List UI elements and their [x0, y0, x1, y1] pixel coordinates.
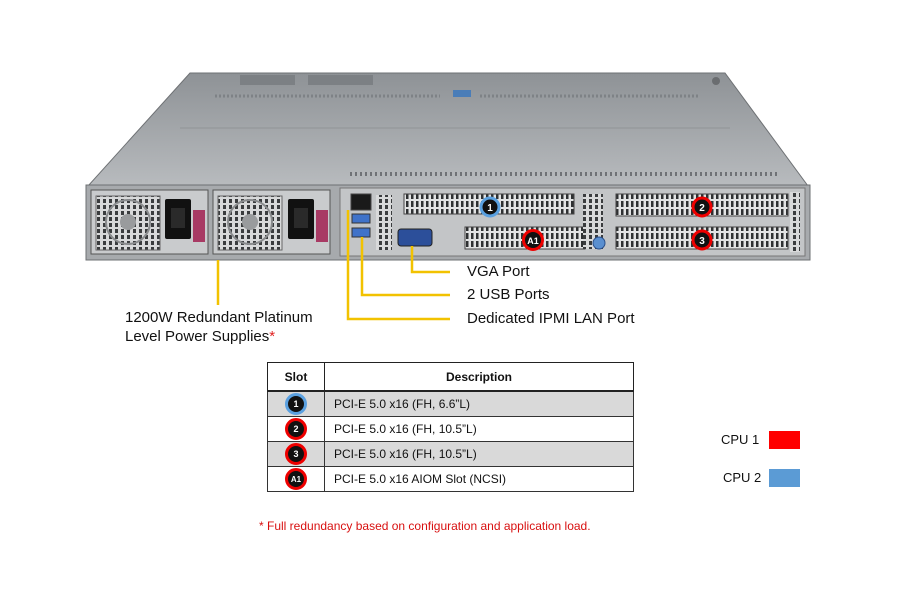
- description-cell: PCI-E 5.0 x16 (FH, 10.5”L): [324, 441, 634, 467]
- power-supply-label-line1: 1200W Redundant Platinum: [125, 309, 313, 326]
- description-cell: PCI-E 5.0 x16 (FH, 10.5”L): [324, 416, 634, 442]
- footnote: * Full redundancy based on configuration…: [259, 519, 591, 533]
- table-row: 2 PCI-E 5.0 x16 (FH, 10.5”L): [267, 416, 634, 442]
- slot-marker-1-label: 1: [487, 203, 493, 214]
- slot-marker-3-label: 3: [699, 236, 705, 247]
- power-supply-label-line2: Level Power Supplies*: [125, 327, 313, 346]
- slot-table-header-row: Slot Description: [267, 362, 634, 392]
- callout-line-vga: [410, 246, 450, 274]
- power-supply-label-line2-text: Level Power Supplies: [125, 328, 270, 345]
- slot-marker-a1-label: A1: [527, 236, 539, 246]
- usb-ports-label: 2 USB Ports: [467, 286, 550, 303]
- description-cell: PCI-E 5.0 x16 AIOM Slot (NCSI): [324, 466, 634, 492]
- slot-marker-2-label: 2: [699, 203, 705, 214]
- legend-cpu2-label: CPU 2: [723, 470, 762, 485]
- description-cell: PCI-E 5.0 x16 (FH, 6.6”L): [324, 390, 634, 417]
- slot-cell: 1: [267, 390, 325, 417]
- legend-cpu1-swatch: [769, 431, 800, 449]
- description-column-header: Description: [324, 362, 634, 392]
- table-row: A1 PCI-E 5.0 x16 AIOM Slot (NCSI): [267, 466, 634, 492]
- power-supply-asterisk: *: [269, 328, 276, 345]
- slot-badge-1: 1: [285, 393, 307, 415]
- vga-port-label: VGA Port: [467, 263, 530, 280]
- slot-cell: 3: [267, 441, 325, 467]
- table-row: 1 PCI-E 5.0 x16 (FH, 6.6”L): [267, 390, 634, 417]
- slot-column-header: Slot: [267, 362, 325, 392]
- callout-line-ipmi: [346, 210, 450, 321]
- callout-line-usb: [360, 237, 450, 297]
- ipmi-lan-port-label: Dedicated IPMI LAN Port: [467, 310, 635, 327]
- slot-cell: 2: [267, 416, 325, 442]
- slot-marker-2: 2: [691, 196, 713, 218]
- chassis-rear-face: [85, 184, 811, 261]
- power-supply-label: 1200W Redundant Platinum Level Power Sup…: [125, 308, 313, 346]
- slot-badge-3: 3: [285, 443, 307, 465]
- slot-badge-2: 2: [285, 418, 307, 440]
- slot-marker-1: 1: [479, 196, 501, 218]
- legend-cpu2-swatch: [769, 469, 800, 487]
- slot-table: Slot Description 1 PCI-E 5.0 x16 (FH, 6.…: [267, 362, 634, 492]
- legend-cpu1-label: CPU 1: [721, 432, 760, 447]
- slot-marker-a1: A1: [522, 229, 544, 251]
- slot-marker-3: 3: [691, 229, 713, 251]
- table-row: 3 PCI-E 5.0 x16 (FH, 10.5”L): [267, 441, 634, 467]
- chassis-top-cover: [86, 72, 809, 187]
- slot-cell: A1: [267, 466, 325, 492]
- slot-badge-a1: A1: [285, 468, 307, 490]
